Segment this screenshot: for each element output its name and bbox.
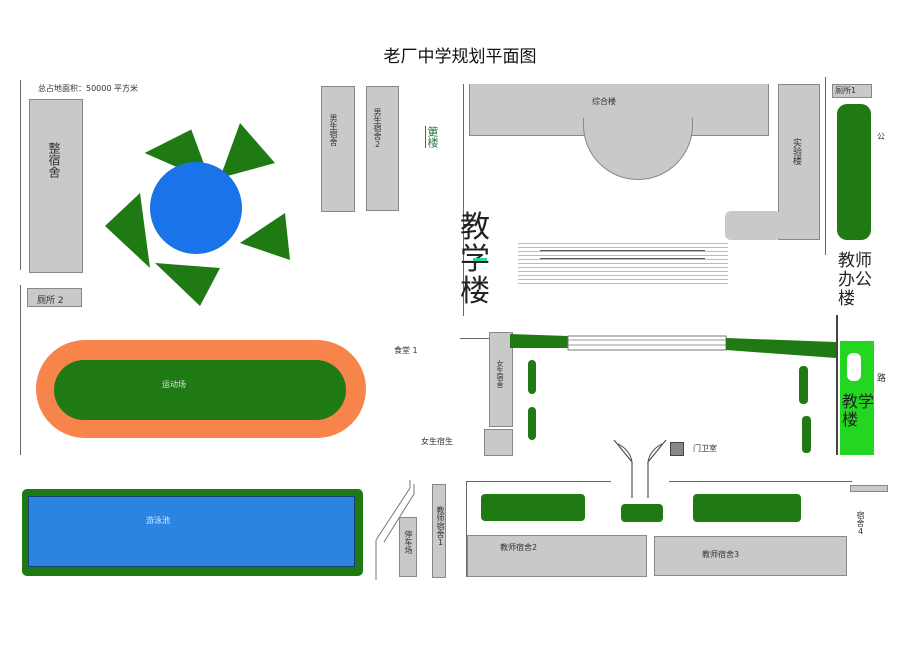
- lawn-path: [847, 353, 861, 381]
- lab-building-label: 实验楼: [791, 138, 801, 165]
- general-building-label: 综合楼: [592, 97, 616, 106]
- parking-lot: [399, 517, 417, 577]
- central-fountain: [150, 162, 242, 254]
- plaza-petal: [155, 263, 220, 306]
- toilet1-label: 厕所1: [835, 86, 857, 95]
- general-building-hall: [583, 118, 693, 180]
- hedge: [802, 416, 811, 453]
- girls-dorm-mark-label: 女生宿生: [421, 437, 453, 446]
- track-field: [54, 360, 346, 420]
- access-road: [510, 334, 836, 358]
- lawn: [621, 504, 663, 522]
- lawn: [481, 494, 585, 521]
- boys-dorm-building: [321, 86, 355, 212]
- hedge: [528, 407, 536, 440]
- swimming-pool: [28, 496, 355, 567]
- dorm-building-left: [29, 99, 83, 273]
- lab-building-wing: [725, 211, 781, 240]
- plaza-petal: [105, 193, 150, 268]
- steps-line: [540, 250, 705, 251]
- boys-dorm2-label: 男生宿舍2: [373, 108, 382, 149]
- gate-room-label: 门卫室: [693, 444, 717, 453]
- teacher-dorm1-label: 教师宿舍1: [436, 506, 445, 547]
- teaching-marker: [473, 258, 487, 261]
- teacher-dorm1-building: [432, 484, 446, 578]
- dorm4-building: [850, 485, 888, 492]
- office-lawn: [837, 104, 871, 240]
- teacher-dorm2-label: 教师宿舍2: [500, 543, 538, 552]
- plaza-petal: [220, 123, 275, 178]
- parking-label: 停车场: [404, 530, 413, 554]
- teaching-building-steps: [518, 240, 728, 286]
- office-building-label: 教师办公楼: [838, 251, 872, 309]
- pool-label: 游泳池: [146, 516, 170, 525]
- boys-dorm2-building: [366, 86, 399, 211]
- border-line: [463, 84, 464, 316]
- hedge: [799, 366, 808, 404]
- teaching-building2-label: 教学楼: [842, 392, 875, 429]
- central-plaza: [105, 123, 290, 306]
- map-title: 老厂中学规划平面图: [383, 47, 537, 67]
- toilet2-label: 厕所 2: [37, 296, 64, 306]
- girls-dorm-building: [489, 332, 513, 427]
- border-line: [20, 80, 21, 270]
- teacher-dorm3-label: 教师宿舍3: [702, 550, 740, 559]
- dorm4-label: 宿舍4: [856, 511, 865, 536]
- track-label: 运动场: [162, 380, 186, 389]
- girls-dorm-label: 女生宿舍: [496, 360, 504, 388]
- parking-road: [375, 480, 415, 580]
- boys-dorm-label: 男生宿舍: [329, 114, 338, 146]
- side-mark-label: 公: [877, 132, 885, 141]
- canteen1-label: 食堂 1: [394, 346, 418, 355]
- border-line: [466, 481, 611, 482]
- dorm-left-label: 整宿舍: [47, 142, 61, 178]
- steps-line: [540, 258, 705, 259]
- sports-track: [36, 340, 366, 438]
- toilet2-building: [27, 288, 82, 307]
- toilet1-building: [832, 84, 872, 98]
- border-line: [460, 338, 490, 339]
- border-line: [825, 77, 826, 255]
- teacher-dorm2-building: [467, 535, 647, 577]
- small-building: [484, 429, 513, 456]
- school-gate: [613, 439, 667, 498]
- plaza-petal: [240, 213, 290, 260]
- road-label: 路: [877, 374, 887, 384]
- teacher-dorm3-building: [654, 536, 847, 576]
- total-area-label: 总占地面积：50000 平方米: [38, 84, 138, 93]
- border-line: [466, 481, 467, 577]
- road-edge: [836, 315, 838, 455]
- border-line: [669, 481, 852, 482]
- building-mark-label: 筻楼: [426, 126, 439, 148]
- hedge: [528, 360, 536, 394]
- lab-building: [778, 84, 820, 240]
- gate-room-building: [670, 442, 684, 456]
- lawn: [693, 494, 801, 522]
- border-line: [20, 285, 21, 455]
